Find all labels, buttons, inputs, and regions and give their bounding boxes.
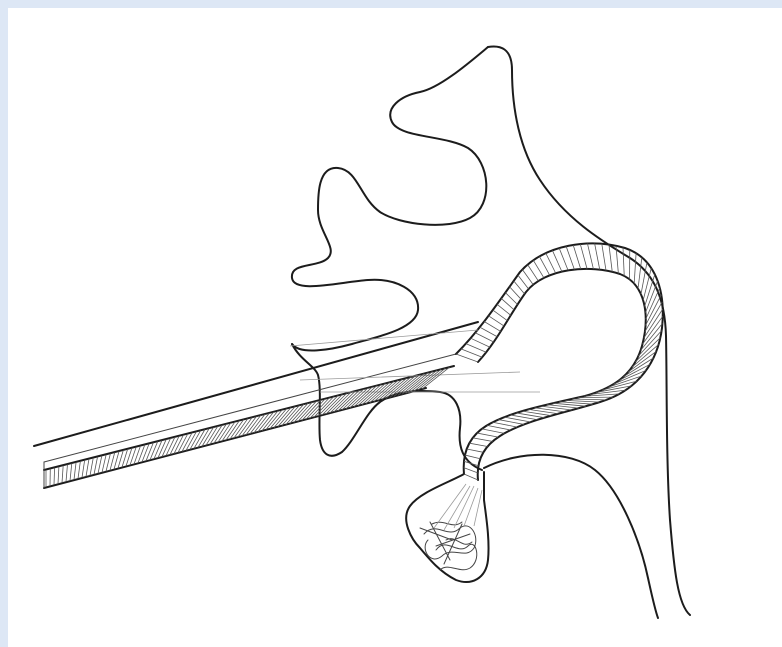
loop-hatch-mark: [461, 349, 482, 357]
loop-hatch-mark: [552, 250, 561, 271]
loop-hatch-mark: [645, 295, 661, 326]
loop-hatch-mark: [505, 293, 517, 305]
tube-bottom-edge: [44, 388, 426, 488]
tube-hatch-mark: [54, 468, 55, 485]
tube-hatch-mark: [130, 447, 136, 465]
tube-hatch-mark: [94, 457, 98, 475]
loop-hatch-mark: [514, 281, 525, 294]
tube-hatch-mark: [70, 463, 72, 480]
tube-hatch-mark: [86, 459, 89, 477]
tube-hatch-mark: [150, 442, 158, 460]
loop-hatch-mark: [587, 244, 593, 270]
tube-hatch-mark: [98, 456, 102, 474]
loop-hatch-mark: [489, 316, 505, 326]
tube-hatch-mark: [102, 455, 106, 473]
tube-hatch-mark: [78, 461, 80, 478]
loop-hatch-mark: [646, 288, 660, 319]
tube-hatch-mark: [58, 467, 59, 484]
tube-hatch-mark: [154, 440, 162, 458]
tube-hatch-mark: [62, 466, 63, 483]
loop-hatch-mark: [464, 461, 478, 465]
loop-hatch-mark: [580, 244, 587, 269]
loop-hatch-mark: [475, 333, 493, 342]
tube-hatching: [46, 367, 450, 487]
tube-hatch-mark: [158, 439, 166, 457]
loop-hatch-mark: [510, 287, 521, 299]
loop-hatch-mark: [482, 429, 505, 433]
tube-inner-wall: [44, 366, 454, 470]
loop-hatch-mark: [518, 275, 529, 289]
loop-hatching: [456, 244, 663, 480]
tube-hatch-mark: [142, 444, 149, 462]
loop-hatch-mark: [467, 449, 484, 452]
loop-hatch-mark: [572, 399, 607, 400]
tube-hatch-mark: [74, 462, 76, 479]
tube-hatch-mark: [106, 454, 110, 472]
tube-hatch-mark: [90, 458, 93, 476]
tube-hatch-mark: [138, 445, 145, 463]
tube-hatch-mark: [82, 460, 85, 477]
loop-hatch-mark: [473, 438, 493, 442]
loop-hatch-mark: [456, 354, 478, 362]
tube-hatch-mark: [110, 452, 115, 470]
lower-inner-outline: [484, 455, 658, 618]
tube-hatch-mark: [66, 465, 67, 482]
loop-hatch-mark: [469, 443, 487, 446]
loop-hatch-mark: [623, 247, 624, 275]
tube-hatch-mark: [146, 443, 153, 461]
right-body-outline: [488, 46, 690, 615]
loop-hatch-mark: [638, 257, 642, 288]
loop-hatch-mark: [559, 248, 568, 270]
loop-hatch-mark: [565, 400, 599, 402]
cloud-outline: [292, 47, 488, 351]
loop-hatch-mark: [634, 253, 636, 283]
loop-hatch-mark: [497, 304, 511, 315]
loop-hatch-mark: [487, 425, 511, 430]
loop-hatch-mark: [578, 397, 613, 398]
loop-hatch-mark: [595, 244, 600, 270]
loop-outer-edge: [456, 243, 663, 480]
loop-hatch-mark: [566, 246, 574, 269]
tube-inner-top: [44, 354, 456, 462]
loop-hatch-mark: [484, 321, 501, 331]
loop-hatch-mark: [466, 344, 486, 353]
loop-hatch-mark: [573, 245, 581, 269]
loop-hatch-mark: [480, 327, 497, 337]
tube-hatch-mark: [162, 438, 171, 457]
loop-hatch-mark: [471, 338, 490, 347]
loop-hatch-mark: [501, 298, 514, 309]
fan-lines: [434, 484, 482, 530]
bulb-outline: [406, 472, 488, 582]
tube-hatch-mark: [134, 446, 140, 464]
loop-hatch-mark: [464, 474, 478, 480]
loop-hatch-mark: [493, 310, 508, 321]
tangle-mass: [420, 522, 477, 570]
loop-hatch-mark: [464, 468, 478, 473]
loop-hatch-mark: [477, 433, 498, 437]
loop-hatch-mark: [609, 245, 612, 272]
loop-hatch-mark: [602, 244, 606, 271]
loop-hatch-mark: [493, 422, 518, 427]
